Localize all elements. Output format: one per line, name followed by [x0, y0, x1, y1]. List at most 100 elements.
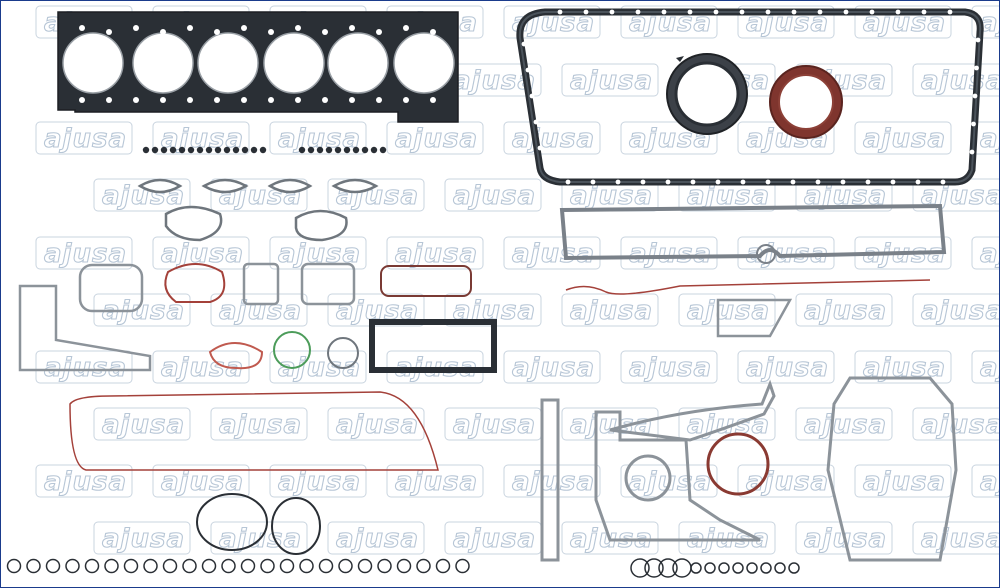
- watermark-box: [327, 178, 425, 212]
- o-ring: [377, 558, 392, 574]
- watermark-box: [152, 464, 250, 498]
- pan-bolt-hole: [740, 179, 746, 185]
- pan-bolt-hole: [765, 9, 771, 15]
- pan-bolt-hole: [713, 9, 719, 15]
- watermark-text: ajusa: [219, 410, 302, 440]
- o-ring: [357, 558, 373, 574]
- pan-bolt-hole: [525, 67, 531, 73]
- pan-bolt-hole: [843, 9, 849, 15]
- watermark-text: ajusa: [863, 467, 946, 497]
- watermark-text: ajusa: [746, 467, 829, 497]
- o-ring: [644, 558, 664, 578]
- valve-stem-seal: [241, 146, 249, 154]
- o-ring: [240, 558, 256, 574]
- o-ring: [182, 558, 197, 574]
- watermark-box: [386, 464, 484, 498]
- valve-stem-seal: [214, 146, 222, 154]
- watermark-box: [737, 350, 835, 384]
- rocker-cover-gasket: [369, 319, 497, 373]
- watermark-text: ajusa: [512, 124, 595, 154]
- watermark-text: ajusa: [980, 124, 1000, 154]
- watermark-text: ajusa: [980, 467, 1000, 497]
- pan-bolt-hole: [817, 9, 823, 15]
- watermark-box: [620, 121, 718, 155]
- o-ring: [718, 562, 730, 574]
- watermark-text: ajusa: [746, 353, 829, 383]
- pan-bolt-hole: [972, 93, 978, 99]
- rear-crank-seal: [666, 53, 748, 135]
- valve-stem-seal: [178, 146, 186, 154]
- pan-bolt-hole: [975, 37, 981, 43]
- head-bolt-hole: [160, 97, 166, 103]
- watermark-text: ajusa: [219, 296, 302, 326]
- watermark-box: [854, 5, 952, 39]
- valve-stem-seal: [151, 146, 159, 154]
- o-ring: [746, 562, 758, 574]
- watermark-text: ajusa: [44, 467, 127, 497]
- watermark-box: [912, 293, 1000, 327]
- pan-bolt-hole: [640, 179, 646, 185]
- watermark-text: ajusa: [161, 239, 244, 269]
- oil-pan-gasket-holes: [521, 9, 981, 185]
- watermark-box: [620, 350, 718, 384]
- cylinder-head-gasket: [57, 11, 459, 123]
- watermark-box: [210, 178, 308, 212]
- watermark-text: ajusa: [102, 524, 185, 554]
- watermark-text: ajusa: [804, 296, 887, 326]
- small-o-rings: [6, 558, 800, 578]
- watermark-text: ajusa: [570, 410, 653, 440]
- head-gasket-holes: [79, 25, 436, 103]
- valve-stem-seal: [316, 146, 324, 154]
- watermark-box: [35, 121, 133, 155]
- watermark-box: [737, 5, 835, 39]
- small-gaskets: [18, 262, 793, 372]
- pan-bolt-hole: [533, 119, 539, 125]
- head-bolt-hole: [349, 97, 355, 103]
- head-bolt-hole: [133, 25, 139, 31]
- pan-bolt-hole: [969, 149, 975, 155]
- head-bolt-hole: [430, 29, 436, 35]
- watermark-text: ajusa: [161, 467, 244, 497]
- o-ring: [672, 558, 692, 578]
- watermark-box: [503, 464, 601, 498]
- watermark-box: [269, 464, 367, 498]
- o-ring: [143, 558, 158, 574]
- watermark-box: [503, 121, 601, 155]
- watermark-box: [210, 521, 308, 555]
- head-bolt-hole: [322, 29, 328, 35]
- intake-gaskets: [164, 205, 348, 242]
- watermark-text: ajusa: [980, 239, 1000, 269]
- watermark-box: [93, 521, 191, 555]
- pan-bolt-hole: [815, 179, 821, 185]
- head-bolt-hole: [214, 97, 220, 103]
- pan-bolt-hole: [521, 41, 527, 47]
- watermark-box: [912, 521, 1000, 555]
- watermark-box: [620, 5, 718, 39]
- valve-stem-seal: [160, 146, 168, 154]
- o-ring: [299, 558, 314, 574]
- water-pump-gasket: [706, 432, 770, 496]
- watermark-box: [912, 407, 1000, 441]
- watermark-box: [971, 350, 1000, 384]
- watermark-box: [561, 63, 659, 97]
- watermark-text: ajusa: [395, 124, 478, 154]
- pan-bolt-hole: [665, 179, 671, 185]
- watermark-box: [210, 293, 308, 327]
- watermark-text: ajusa: [921, 296, 1000, 326]
- watermark-box: [210, 407, 308, 441]
- head-bolt-hole: [295, 25, 301, 31]
- pan-bolt-hole: [690, 179, 696, 185]
- o-ring: [26, 558, 41, 574]
- pan-bolt-hole: [869, 9, 875, 15]
- valve-cover-gasket: [559, 203, 947, 264]
- pan-bolt-hole: [971, 121, 976, 127]
- valve-stem-seal: [196, 146, 204, 154]
- pan-bolt-hole: [791, 9, 797, 15]
- head-bolt-hole: [79, 97, 85, 103]
- pan-bolt-hole: [947, 9, 953, 15]
- o-ring: [260, 558, 275, 574]
- head-bolt-hole: [187, 25, 193, 31]
- pan-bolt-hole: [661, 9, 667, 15]
- watermark-box: [444, 178, 542, 212]
